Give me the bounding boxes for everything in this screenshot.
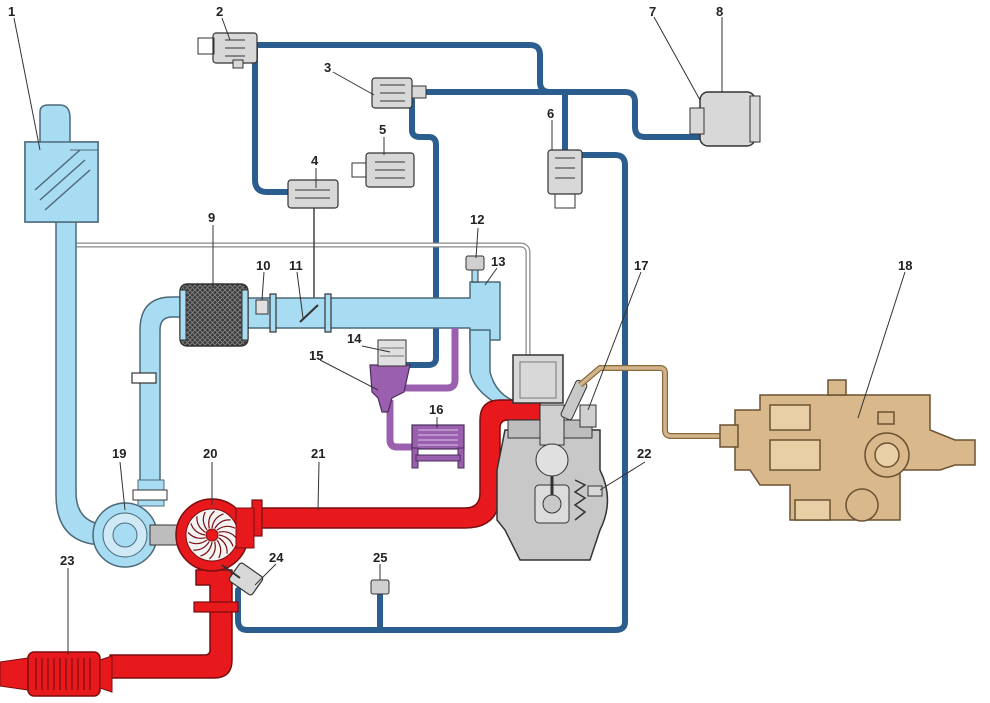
turbine-blade [218, 534, 234, 547]
turbine-blade [209, 541, 216, 560]
egr-path [386, 328, 459, 451]
turbine-blade [196, 516, 206, 533]
pressure-sensor [465, 255, 485, 283]
egr-valve [369, 339, 411, 413]
hose-clamp [131, 372, 157, 384]
callout-18: 18 [898, 258, 912, 273]
intake-air-path [55, 214, 513, 546]
callout-labels: 1 2 3 4 5 6 7 8 9 10 11 12 13 14 15 16 1… [8, 4, 912, 568]
callout-11: 11 [289, 258, 303, 273]
callout-7: 7 [649, 4, 656, 19]
callout-2: 2 [216, 4, 223, 19]
callout-22: 22 [637, 446, 651, 461]
catalytic-converter [0, 651, 113, 697]
callout-16: 16 [429, 402, 443, 417]
exhaust-flange [193, 601, 239, 613]
vacuum-pump [689, 91, 761, 147]
turbine-blade [187, 532, 206, 539]
turbine-blade [208, 510, 215, 529]
intercooler [179, 283, 249, 347]
turbo-turbine [175, 498, 255, 572]
wastegate-actuator [221, 562, 264, 596]
callout-21: 21 [311, 446, 325, 461]
callout-5: 5 [379, 122, 386, 137]
injection-pump [719, 379, 976, 522]
turbo-compressor [92, 479, 168, 568]
solenoid-valve-6 [547, 149, 583, 209]
turbine-blade [190, 523, 206, 536]
callout-17: 17 [634, 258, 648, 273]
turbine-blade [218, 531, 237, 538]
solenoid-valve-3 [371, 77, 427, 109]
egr-cooler [411, 424, 465, 469]
turbine-blade [202, 511, 208, 531]
exhaust-pressure-sensor [370, 579, 390, 595]
turbine-blade [216, 539, 222, 559]
solenoid-valve-2 [197, 32, 258, 69]
callout-19: 19 [112, 446, 126, 461]
turbine-blade [214, 519, 231, 529]
vacuum-lines [235, 42, 703, 633]
callout-12: 12 [470, 212, 484, 227]
turbine-blade [216, 525, 236, 531]
callout-13: 13 [491, 254, 505, 269]
callout-14: 14 [347, 331, 362, 346]
air-filter [24, 104, 99, 223]
turbine-blade [218, 537, 228, 554]
callout-6: 6 [547, 106, 554, 121]
callout-4: 4 [311, 153, 319, 168]
turbine-blade [200, 541, 213, 557]
callout-1: 1 [8, 4, 15, 19]
turbine-blade [188, 539, 208, 545]
callout-3: 3 [324, 60, 331, 75]
fuel-line [578, 365, 720, 439]
engine-block [496, 354, 609, 561]
callout-25: 25 [373, 550, 387, 565]
exhaust-path [109, 399, 541, 679]
leader-lines [13, 16, 906, 655]
temperature-sensor [255, 299, 269, 315]
pipe-flange [269, 293, 277, 333]
solenoid-valve-5 [351, 152, 415, 188]
throttle-valve [299, 304, 319, 323]
callout-10: 10 [256, 258, 270, 273]
callout-9: 9 [208, 210, 215, 225]
egr-actuator [377, 339, 407, 367]
callout-15: 15 [309, 348, 323, 363]
callout-20: 20 [203, 446, 217, 461]
callout-23: 23 [60, 553, 74, 568]
callout-8: 8 [716, 4, 723, 19]
turbine-blade [211, 513, 224, 529]
callout-24: 24 [269, 550, 284, 565]
turbine-blade [193, 541, 210, 551]
pipe-flange [324, 293, 332, 333]
crankshaft-sensor [587, 485, 603, 497]
vacuum-regulator-4 [287, 179, 339, 209]
